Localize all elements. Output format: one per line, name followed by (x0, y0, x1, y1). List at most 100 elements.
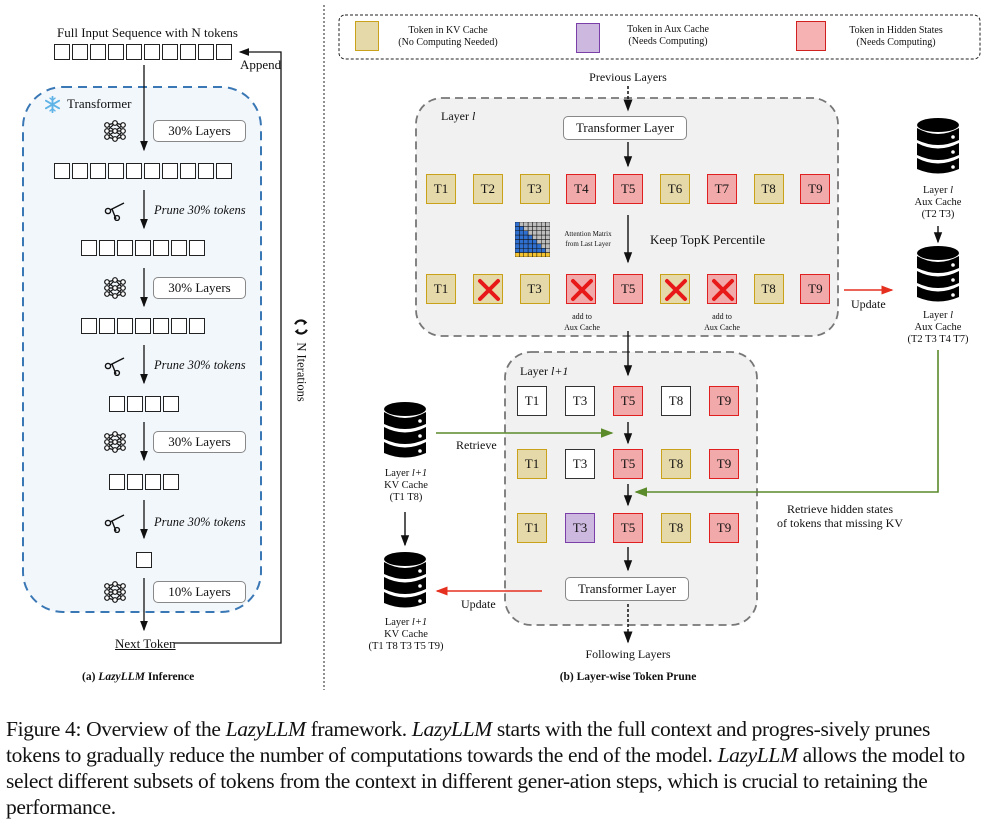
token-label: T5 (620, 520, 636, 535)
aux-cache-db-icon (916, 118, 960, 181)
attention-line: from Last Layer (565, 240, 611, 248)
attention-cell (541, 222, 546, 227)
attention-cell (536, 222, 542, 227)
token-t3: T3 (565, 386, 595, 416)
token-label: T8 (668, 393, 684, 408)
db-line: Aux Cache (914, 197, 962, 208)
db-var: l (950, 310, 954, 321)
legend-line: (No Computing Needed) (398, 37, 498, 48)
db-line: Layer l (893, 310, 983, 322)
legend-line: (Needs Computing) (856, 37, 936, 48)
previous-layers-label: Previous Layers (589, 70, 667, 84)
retrieve-line: of tokens that missing KV (777, 516, 903, 530)
attention-cell (536, 252, 542, 257)
token-square (81, 240, 97, 256)
caption-text: allows the model to select different sub… (6, 743, 965, 819)
token-t4: T4 (566, 174, 597, 204)
kv-cache-before-label: Layer l+1 KV Cache (T1 T8) (364, 468, 448, 504)
attention-cell (527, 230, 533, 236)
attention-line: Attention Matrix (564, 230, 612, 238)
token-label: T9 (808, 181, 823, 196)
layer-l1-title: Layer l+1 (520, 364, 568, 379)
token-square (109, 396, 125, 412)
add-to-aux-label-1: add to Aux Cache (557, 311, 607, 333)
token-t1: T1 (426, 174, 456, 204)
aux-line: Aux Cache (704, 323, 740, 332)
token-square (153, 318, 169, 334)
attention-cell (527, 252, 533, 257)
token-label: T9 (808, 281, 823, 296)
scissors-icon (104, 513, 126, 538)
refresh-loop-icon (294, 319, 308, 335)
token-label: T6 (667, 181, 683, 196)
retrieve-label: Retrieve (456, 438, 497, 452)
attention-cell (545, 252, 550, 257)
caption-prefix: (a) (82, 671, 99, 683)
token-square (117, 318, 133, 334)
db-var: l+1 (411, 468, 428, 479)
token-square (135, 240, 151, 256)
attention-cell (515, 252, 520, 257)
token-square (72, 44, 88, 60)
layer-l1-box (504, 351, 758, 626)
keep-topk-label: Keep TopK Percentile (650, 232, 766, 247)
attention-cell (523, 226, 529, 231)
snowflake-icon (44, 96, 61, 113)
token-label: T3 (572, 456, 588, 471)
kv-cache-after-label: Layer l+1 KV Cache (T1 T8 T3 T5 T9) (356, 617, 456, 653)
prune-label-2: Prune 30% tokens (154, 358, 246, 372)
token-square (117, 240, 133, 256)
title-var: l (471, 109, 476, 123)
token-t5: T5 (613, 386, 643, 416)
aux-line: add to (572, 312, 592, 321)
db-var: l+1 (411, 617, 428, 628)
token-square (180, 163, 196, 179)
token-t7-pruned (706, 274, 737, 304)
attention-cell (536, 226, 542, 231)
attention-cell (532, 226, 538, 231)
attention-cell (545, 239, 550, 245)
token-label: T8 (761, 281, 776, 296)
token-square (189, 318, 205, 334)
token-square (90, 44, 106, 60)
token-square (90, 163, 106, 179)
token-square (99, 318, 115, 334)
attention-cell (545, 248, 550, 253)
transformer-box (22, 86, 262, 613)
attention-cell (519, 222, 524, 227)
token-square (127, 474, 143, 490)
token-t2: T2 (472, 174, 503, 204)
db-line: (T2 T3) (921, 209, 955, 220)
token-square (198, 163, 214, 179)
append-label: Append (240, 57, 282, 72)
figure-caption: Figure 4: Overview of the LazyLLM framew… (6, 716, 986, 820)
token-t8: T8 (753, 274, 784, 304)
token-label: T1 (433, 281, 449, 296)
token-square (54, 163, 70, 179)
attention-cell (545, 234, 550, 240)
token-label: T9 (716, 520, 732, 535)
scissors-icon (104, 201, 126, 226)
legend-line: (Needs Computing) (628, 36, 708, 47)
attention-cell (527, 234, 533, 240)
legend-line: Token in KV Cache (408, 25, 488, 36)
token-label: T3 (572, 393, 588, 408)
caption-text: framework. (305, 717, 412, 741)
token-square (126, 163, 142, 179)
attention-cell (519, 243, 524, 249)
attention-cell (541, 239, 546, 245)
attention-cell (541, 234, 546, 240)
token-square (109, 474, 125, 490)
cross-icon (477, 279, 500, 301)
aux-line: Aux Cache (564, 323, 600, 332)
layer-l-title: Layer l (441, 109, 475, 124)
db-line: Aux Cache (914, 322, 962, 333)
attention-cell (536, 230, 542, 236)
attention-cell (523, 248, 529, 253)
token-t3: T3 (565, 449, 595, 479)
token-square (198, 44, 214, 60)
token-label: T8 (668, 520, 684, 535)
attention-cell (519, 252, 524, 257)
token-label: T9 (716, 393, 732, 408)
attention-cell (541, 248, 546, 253)
